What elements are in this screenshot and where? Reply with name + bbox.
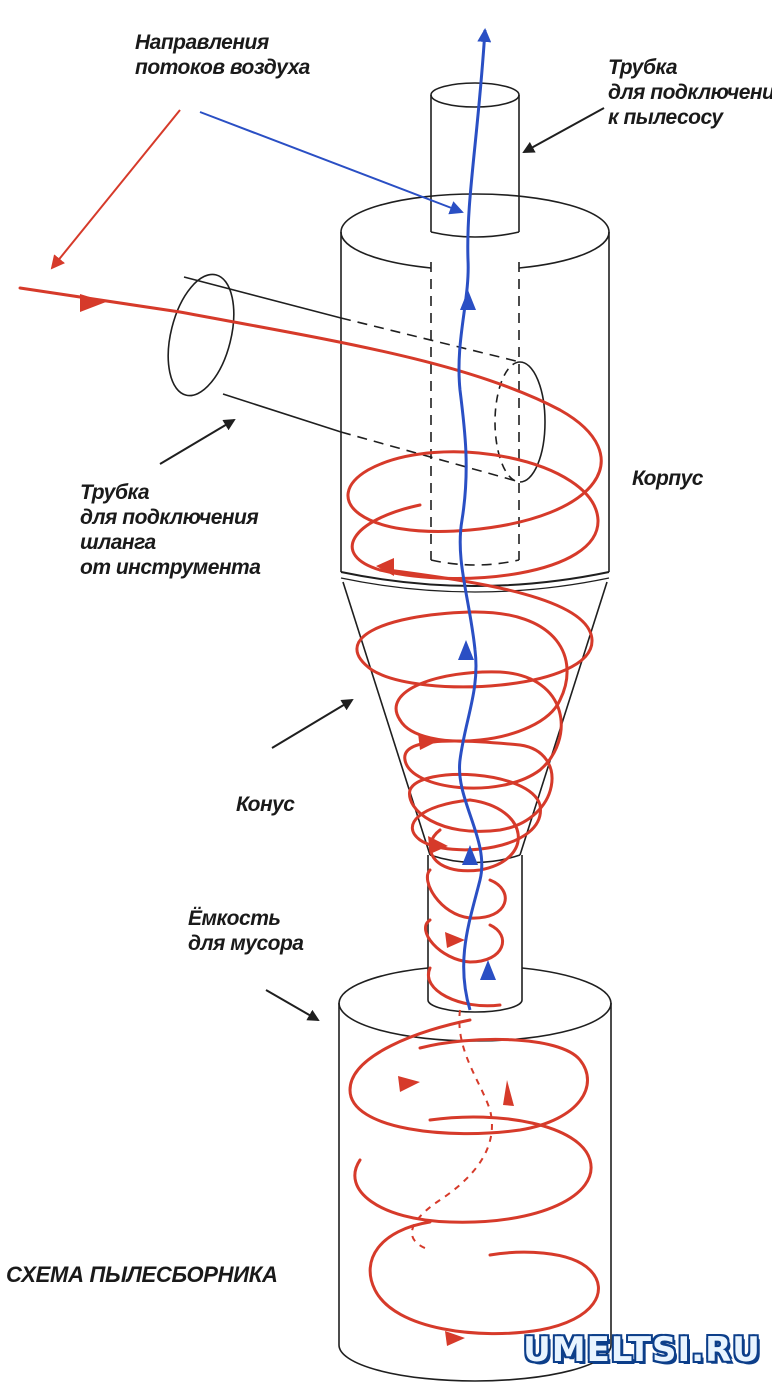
dirty-air-spiral <box>20 288 601 1334</box>
cylinder-body <box>341 194 609 592</box>
tool-pipe-pointer <box>160 420 234 464</box>
vacuum-pipe-pointer <box>524 108 604 152</box>
air-flow-label-line: Направления <box>135 30 310 55</box>
diagram-caption: СХЕМА ПЫЛЕСБОРНИКА <box>6 1262 278 1287</box>
air-flow-red-pointer <box>52 110 180 268</box>
clean-air-arrowheads <box>458 290 496 980</box>
neck-pipe <box>428 855 522 1012</box>
air-flow-blue-pointer <box>200 112 462 212</box>
inner-pipe-dashed <box>431 262 519 565</box>
container-pointer <box>266 990 318 1020</box>
air-flow-label: Направления потоков воздуха <box>135 30 310 80</box>
cone <box>343 582 607 863</box>
vacuum-pipe-label-line: к пылесосу <box>608 105 772 130</box>
vacuum-pipe-label-line: Трубка <box>608 55 772 80</box>
tool-inlet-pipe <box>157 268 545 482</box>
device-outline <box>157 83 611 1381</box>
container-label-line: для мусора <box>188 931 303 956</box>
tool-pipe-label-line: шланга <box>80 530 260 555</box>
container-label-line: Ёмкость <box>188 906 303 931</box>
tool-pipe-label-line: для подключения <box>80 505 260 530</box>
body-label: Корпус <box>632 466 703 491</box>
cone-pointer <box>272 700 352 748</box>
tool-pipe-label-line: от инструмента <box>80 555 260 580</box>
tool-pipe-label: Трубка для подключения шланга от инструм… <box>80 480 260 580</box>
watermark-logo: UMELTSI.RU <box>522 1328 762 1372</box>
vacuum-pipe-label: Трубка для подключения к пылесосу <box>608 55 772 130</box>
container-label: Ёмкость для мусора <box>188 906 303 956</box>
dust-container <box>339 968 611 1381</box>
air-flow-label-line: потоков воздуха <box>135 55 310 80</box>
tool-pipe-label-line: Трубка <box>80 480 260 505</box>
cone-label: Конус <box>236 792 294 817</box>
vacuum-pipe-label-line: для подключения <box>608 80 772 105</box>
